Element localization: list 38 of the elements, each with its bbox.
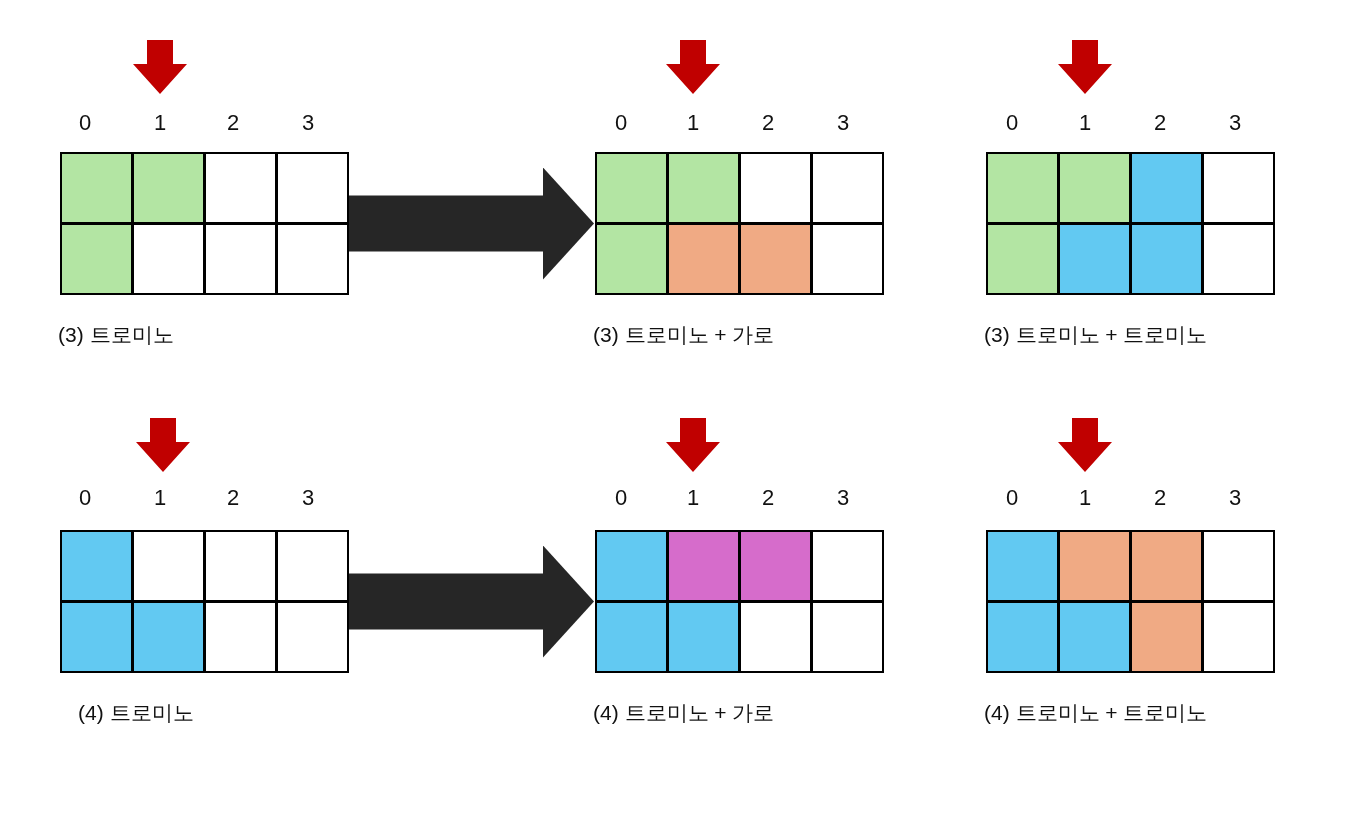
column-number: 0	[613, 110, 629, 136]
grid-table	[986, 152, 1275, 295]
column-number: 1	[685, 485, 701, 511]
column-number: 2	[760, 110, 776, 136]
column-number: 3	[835, 110, 851, 136]
column-number: 2	[225, 485, 241, 511]
column-number: 1	[685, 110, 701, 136]
column-number: 3	[1227, 110, 1243, 136]
column-number: 2	[760, 485, 776, 511]
column-number: 1	[1077, 110, 1093, 136]
column-number: 1	[152, 485, 168, 511]
column-number: 3	[1227, 485, 1243, 511]
grid-caption: (3) 트로미노 + 트로미노	[984, 322, 1208, 348]
column-number: 0	[1004, 485, 1020, 511]
column-number: 3	[835, 485, 851, 511]
column-number: 0	[613, 485, 629, 511]
column-number: 0	[77, 110, 93, 136]
grid-caption: (3) 트로미노 + 가로	[593, 322, 775, 348]
column-number: 3	[300, 110, 316, 136]
column-number: 2	[1152, 485, 1168, 511]
grid-caption: (4) 트로미노 + 트로미노	[984, 700, 1208, 726]
block-arrow	[349, 167, 594, 280]
grid-caption: (4) 트로미노	[78, 700, 194, 726]
block-arrow	[349, 545, 594, 658]
column-number: 3	[300, 485, 316, 511]
grid-table	[595, 152, 884, 295]
grid-table	[60, 152, 349, 295]
grid-caption: (4) 트로미노 + 가로	[593, 700, 775, 726]
column-number: 0	[77, 485, 93, 511]
grid-table	[595, 530, 884, 673]
grid-table	[986, 530, 1275, 673]
grid-caption: (3) 트로미노	[58, 322, 174, 348]
column-number: 2	[225, 110, 241, 136]
grid-table	[60, 530, 349, 673]
column-number: 2	[1152, 110, 1168, 136]
column-number: 1	[152, 110, 168, 136]
column-number: 0	[1004, 110, 1020, 136]
column-number: 1	[1077, 485, 1093, 511]
